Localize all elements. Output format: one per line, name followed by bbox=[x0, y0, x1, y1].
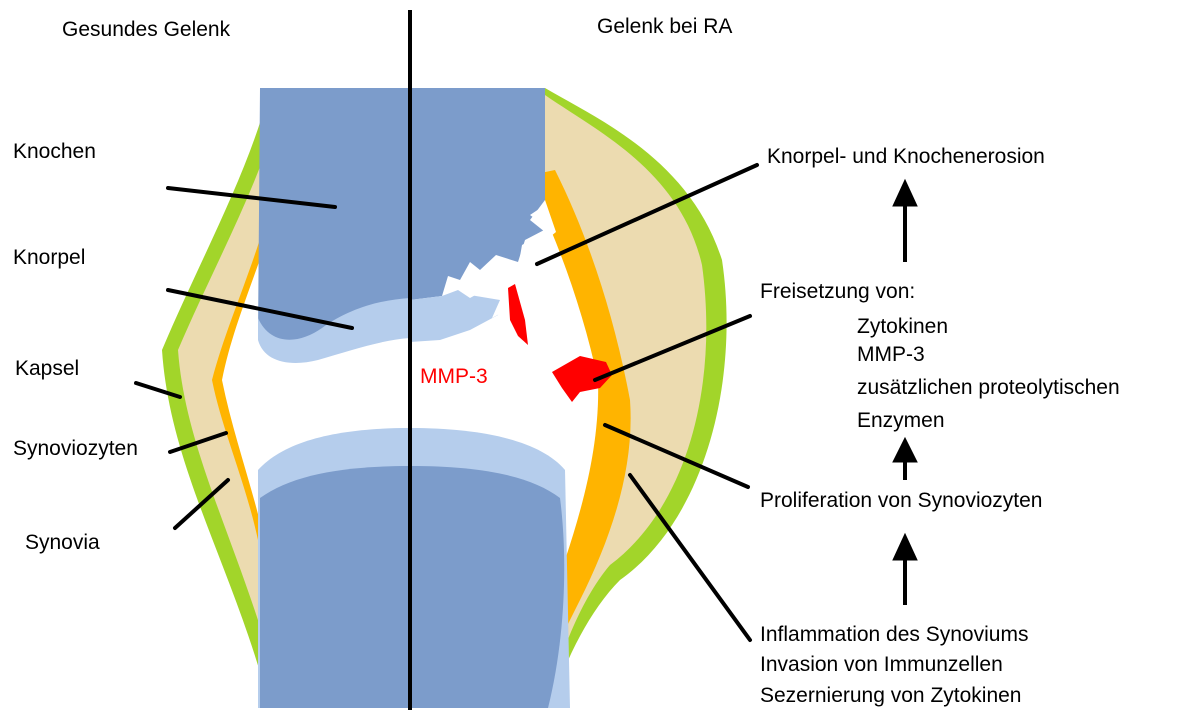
label-mmp3: MMP-3 bbox=[420, 364, 488, 390]
label-synovia: Synovia bbox=[25, 530, 100, 556]
label-release-item: MMP-3 bbox=[857, 342, 925, 368]
label-cytokine-secretion: Sezernierung von Zytokinen bbox=[760, 683, 1022, 709]
label-cartilage: Knorpel bbox=[13, 245, 85, 271]
ra-lower-bone bbox=[410, 466, 564, 708]
label-synoviocytes: Synoviozyten bbox=[13, 436, 138, 462]
label-erosion: Knorpel- und Knochenerosion bbox=[767, 144, 1045, 170]
label-inflammation: Inflammation des Synoviums bbox=[760, 622, 1028, 648]
title-ra-joint: Gelenk bei RA bbox=[597, 14, 732, 40]
label-release-item: Enzymen bbox=[857, 408, 945, 434]
arrow-up-1 bbox=[893, 180, 917, 262]
label-release-item: zusätzlichen proteolytischen bbox=[857, 375, 1120, 401]
label-release-heading: Freisetzung von: bbox=[760, 279, 915, 305]
label-capsule: Kapsel bbox=[15, 356, 79, 382]
arrow-up-3 bbox=[893, 534, 917, 605]
arrow-up-2 bbox=[893, 438, 917, 480]
label-bone: Knochen bbox=[13, 139, 96, 165]
pointer-inflammation bbox=[630, 475, 750, 640]
label-proliferation: Proliferation von Synoviozyten bbox=[760, 488, 1043, 514]
label-release-item: Zytokinen bbox=[857, 314, 948, 340]
healthy-lower-bone bbox=[260, 466, 410, 708]
label-immune-invasion: Invasion von Immunzellen bbox=[760, 652, 1003, 678]
title-healthy-joint: Gesundes Gelenk bbox=[62, 17, 230, 43]
